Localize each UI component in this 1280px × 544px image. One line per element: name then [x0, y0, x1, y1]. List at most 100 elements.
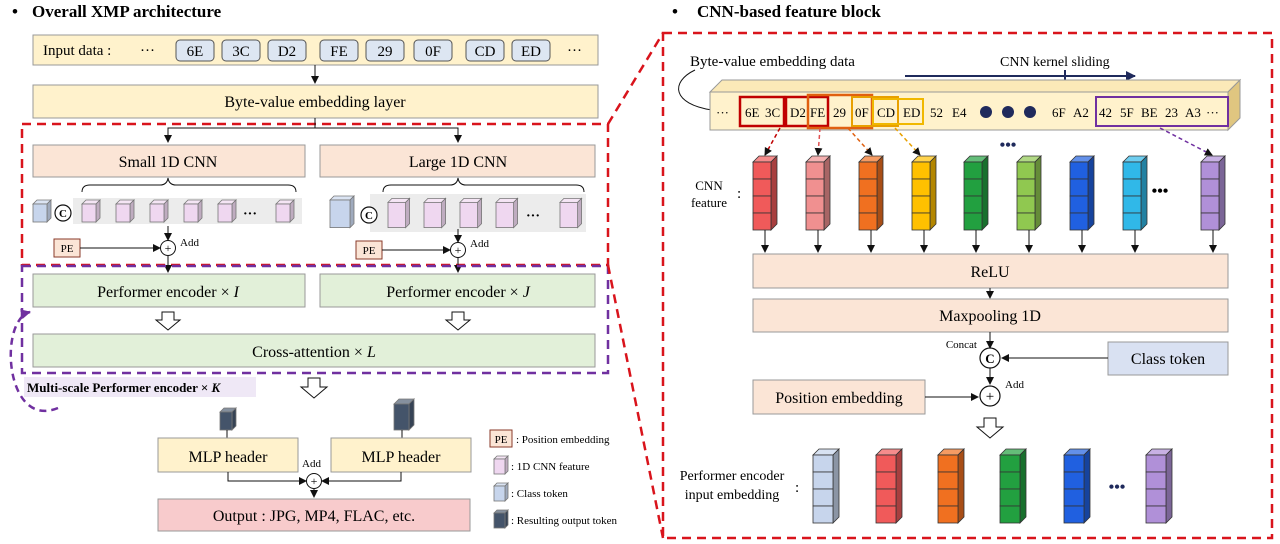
kernel-window-last — [1095, 96, 1229, 127]
token-ellipsis: ··· — [526, 209, 540, 224]
arrow-mlp-left-to-add — [227, 472, 307, 485]
input-byte-label: 3C — [232, 44, 250, 60]
cnn-feature-column — [963, 155, 989, 231]
relu-box — [752, 253, 1229, 289]
hollow-arrow-to-output-embedding — [975, 417, 1005, 439]
feature-ellipsis-dots-top: ••• — [1000, 137, 1017, 154]
embedding-byte: 6E — [745, 105, 760, 120]
multiscale-label-bg — [24, 377, 256, 397]
cnn-feature-column — [1016, 155, 1042, 231]
performer-j-box — [319, 273, 596, 308]
right-title-bullet: • — [672, 2, 678, 21]
embedding-byte: A2 — [1073, 105, 1089, 120]
performer-input-column — [999, 448, 1027, 524]
embedding-byte: ED — [903, 105, 920, 120]
input-byte-FE: FE — [319, 39, 359, 62]
kernel-dashed-arrow — [1159, 127, 1213, 156]
embedding-byte: 52 — [930, 105, 943, 120]
embedding-ellipsis-dot — [1024, 106, 1036, 118]
large-cnn-label: Large 1D CNN — [409, 154, 508, 171]
small-cnn-box — [32, 144, 306, 178]
token-ellipsis: ··· — [243, 207, 257, 222]
input-byte-label: 6E — [187, 44, 204, 60]
hollow-arrow-j-to-cross — [444, 311, 472, 331]
cnn-feature-column — [805, 155, 831, 231]
performer-i-box — [32, 273, 306, 308]
concat-label: Concat — [946, 339, 977, 351]
input-byte-D2: D2 — [267, 39, 307, 62]
add-node-small — [160, 240, 176, 256]
input-byte-label: FE — [330, 44, 348, 60]
cnn-feature-cube — [495, 197, 519, 229]
output-ellipsis-dots: ••• — [1109, 479, 1126, 496]
large-cnn-token-sequence: C ··· — [329, 194, 586, 232]
concat-symbol: C — [365, 210, 373, 222]
small-cnn-label: Small 1D CNN — [119, 154, 218, 171]
kernel-dashed-arrow — [814, 127, 823, 156]
kernel-to-feature-arrows — [764, 127, 1213, 156]
input-byte-label: D2 — [278, 44, 296, 60]
performer-input-column — [812, 448, 840, 524]
result-token-group — [219, 398, 415, 431]
large-cnn-box — [319, 144, 596, 178]
input-ellipsis-right: ··· — [567, 43, 582, 59]
maxpooling-box — [752, 298, 1229, 333]
performer-input-column — [1145, 448, 1173, 524]
cnn-feature-column — [1122, 155, 1148, 231]
cross-attention-label: Cross-attention × L — [252, 344, 376, 361]
performer-j-label: Performer encoder × J — [386, 284, 531, 301]
output-box — [157, 498, 471, 532]
embedding-byte: CD — [877, 105, 895, 120]
cnn-feature-colon: : — [737, 186, 741, 202]
cnn-feature-cube — [183, 199, 203, 223]
legend-class-token-icon — [493, 482, 509, 502]
concat-node — [54, 204, 72, 222]
input-ellipsis-left: ··· — [140, 43, 155, 59]
add-label-output: Add — [302, 458, 321, 470]
embedding-bar-front-face — [709, 91, 1229, 131]
legend-result-text: : Resulting output token — [511, 515, 618, 527]
ellipsis-dots-top: ••• — [1000, 137, 1017, 154]
cross-attention-box — [32, 333, 596, 368]
embedding-byte: A3 — [1185, 105, 1201, 120]
right-add-symbol: + — [986, 389, 994, 405]
embedding-ellipsis-dot — [1002, 106, 1014, 118]
embedding-byte: 5F — [1120, 105, 1134, 120]
embedding-data-label: Byte-value embedding data — [690, 54, 855, 70]
kernel-dashed-arrow — [847, 127, 873, 156]
embedding-byte: 0F — [855, 105, 869, 120]
position-embedding-box — [752, 379, 926, 415]
class-token-cube — [32, 199, 52, 223]
legend-cnn-cube — [493, 455, 509, 475]
input-byte-3C: 3C — [221, 39, 261, 62]
embedding-byte: 23 — [1165, 105, 1178, 120]
embedding-byte: FE — [810, 105, 825, 120]
add-label-large: Add — [470, 238, 489, 250]
embedding-ellipsis-dot — [980, 106, 992, 118]
embedding-byte: BE — [1141, 105, 1158, 120]
legend-class-cube — [493, 482, 509, 502]
pe-label-large: PE — [363, 245, 376, 257]
cnn-feature-column — [752, 155, 778, 231]
legend-pe-text: : Position embedding — [516, 434, 610, 446]
legend-pe-symbol: PE — [495, 434, 508, 446]
input-byte-0F: 0F — [413, 39, 453, 62]
zoom-connector-top — [606, 32, 665, 125]
output-label: Output : JPG, MP4, FLAC, etc. — [213, 508, 415, 525]
performer-input-embedding-columns: ••• — [812, 448, 1173, 524]
concat-symbol: C — [59, 208, 67, 220]
position-embedding-label: Position embedding — [775, 390, 903, 407]
performer-input-column — [1063, 448, 1091, 524]
embedding-layer-label: Byte-value embedding layer — [224, 94, 406, 111]
kernel-dashed-arrow — [894, 127, 921, 156]
large-cnn-brace — [382, 177, 585, 193]
legend-cnn-feature-icon — [493, 455, 509, 475]
relu-label: ReLU — [970, 264, 1010, 281]
cnn-feature-cube — [559, 197, 583, 229]
small-cnn-token-sequence: C ··· — [32, 198, 302, 224]
left-title-bullet: • — [12, 2, 18, 21]
performer-input-label-line2: input embedding — [685, 488, 780, 503]
cnn-feature-cube — [115, 199, 135, 223]
